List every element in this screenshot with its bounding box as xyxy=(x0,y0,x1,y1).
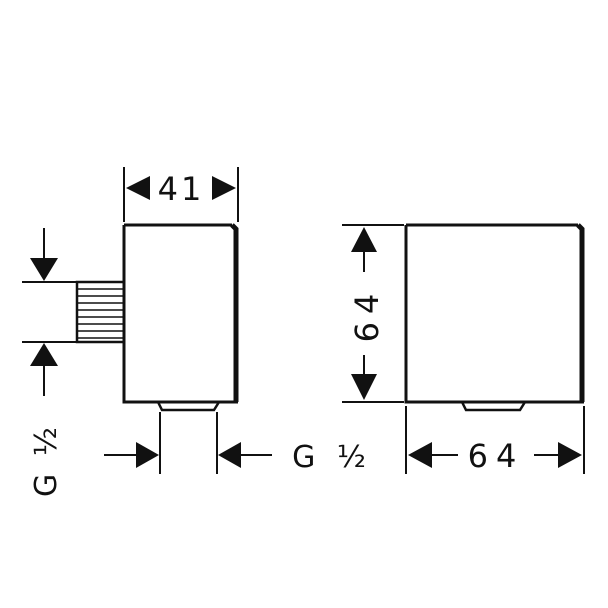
connector-outline xyxy=(75,280,126,344)
arrowhead-left xyxy=(218,442,241,468)
dimension-41: 41 xyxy=(123,167,239,222)
side-view-body-right-edge xyxy=(230,223,239,402)
arrowhead-left xyxy=(408,442,432,468)
dimension-label-64-vertical: 64 xyxy=(348,286,386,343)
dimension-label-64-horizontal: 64 xyxy=(468,437,525,475)
side-view: 41 G ½ G ½ xyxy=(22,167,372,497)
dimension-label-41: 41 xyxy=(158,170,205,208)
thread-label-vertical: G ½ xyxy=(29,423,64,497)
front-view: 64 64 xyxy=(342,223,585,475)
side-view-threaded-connector xyxy=(75,280,126,344)
arrowhead-left xyxy=(126,176,150,200)
dimension-thread-vertical: G ½ xyxy=(22,228,77,497)
dimension-thread-horizontal: G ½ xyxy=(104,412,372,475)
arrowhead-right xyxy=(558,442,582,468)
arrowhead-up xyxy=(351,227,377,252)
front-view-bottom-outlet xyxy=(460,401,527,412)
arrowhead-up xyxy=(30,343,58,366)
front-view-body-outline xyxy=(404,225,584,404)
arrowhead-down xyxy=(351,374,377,400)
dimension-64-horizontal: 64 xyxy=(405,406,585,475)
side-view-bottom-outlet xyxy=(156,401,221,412)
front-view-body-right-edge xyxy=(576,223,585,402)
side-view-body-outline xyxy=(122,225,238,404)
arrowhead-down xyxy=(30,258,58,281)
thread-label-horizontal: G ½ xyxy=(292,440,372,475)
dimension-64-vertical: 64 xyxy=(342,224,404,403)
arrowhead-right xyxy=(212,176,236,200)
arrowhead-right xyxy=(136,442,159,468)
